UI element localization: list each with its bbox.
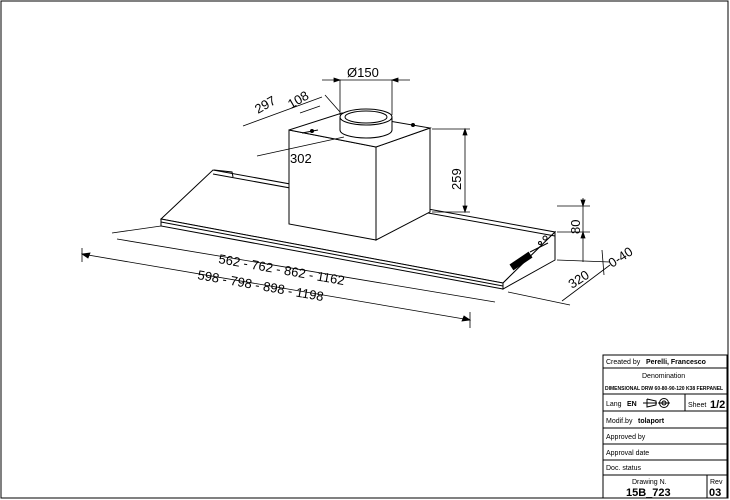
doc-status-label: Doc. status [606,465,642,472]
modif-by-label: Modif.by [606,418,633,425]
created-by-value: Perelli, Francesco [646,359,706,366]
modif-by-value: tolaport [638,418,665,425]
drawing-number-label: Drawing N. [632,479,667,486]
created-by-label: Created by [606,359,641,366]
drawing-number-value: 15B_723 [626,487,671,499]
rev-value: 03 [709,487,721,499]
approved-by-label: Approved by [606,434,646,441]
denomination-value: DIMENSIONAL DRW 60-80-90-120 K38 FERPANE… [605,386,723,392]
rev-label: Rev [710,479,723,486]
dim-chimney-width: 302 [290,151,312,166]
dimension-lines [80,77,611,328]
dim-clearance: 0-40 [605,244,635,271]
lang-value: EN [627,401,637,408]
denomination-label: Denomination [642,373,685,380]
approval-date-label: Approval date [606,450,649,457]
dim-offset-108: 108 [285,88,311,112]
dim-body-height: 80 [568,220,583,234]
dim-chimney-height: 259 [449,168,464,190]
title-block [602,354,728,499]
lang-label: Lang [606,401,622,408]
sheet-label: Sheet [688,402,706,409]
sheet-value: 1/2 [710,399,725,411]
dim-depth-total: 320 [565,267,591,291]
projection-symbol-icon [646,398,657,408]
hood-drawing [159,108,557,290]
dim-depth-top: 297 [252,93,278,117]
duct-collar-top [339,108,393,126]
dim-duct-diameter: Ø150 [347,65,379,80]
